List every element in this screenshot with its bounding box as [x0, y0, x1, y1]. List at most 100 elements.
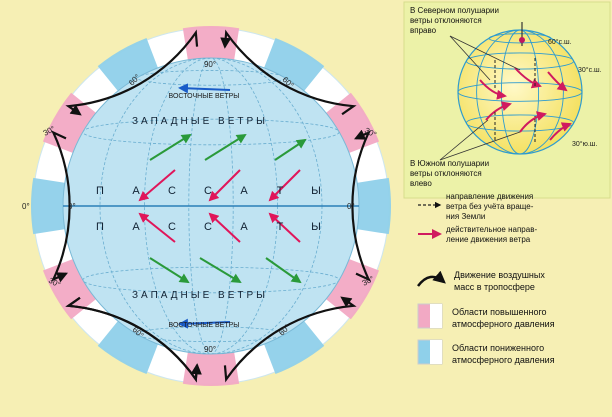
equator-degree-right: 0°: [347, 202, 355, 211]
inset-actual-arrow: [479, 79, 507, 100]
low-pressure-60-ne: [263, 37, 325, 93]
trade-arrow-south: [138, 212, 176, 243]
inset-actual-arrow: [485, 101, 512, 121]
easterlies-label-south: ВОСТОЧНЫЕ ВЕТРЫ: [169, 322, 240, 329]
globe-labels: ЗАПАДНЫЕ ВЕТРЫ ЗАПАДНЫЕ ВЕТРЫ ВОСТОЧНЫЕ …: [68, 93, 355, 329]
trade-letter: Ы: [311, 185, 321, 197]
trade-letter: Т: [277, 221, 284, 233]
equator-degree-left: 0°: [68, 202, 76, 211]
coriolis-inset: В Северном полушарии ветры отклоняются в…: [403, 1, 611, 199]
inset-lat-60n: 60°с.ш.: [548, 38, 572, 46]
easterly-arrow-south: [178, 318, 231, 329]
lat-90-north: 90°: [204, 60, 216, 69]
westerly-arrow-north: [149, 133, 192, 161]
inset-actual-arrow: [514, 67, 542, 89]
inset-pointer-line: [439, 119, 489, 161]
westerly-arrow-north: [274, 138, 307, 161]
inset-lat-30n: 30°с.ш.: [578, 66, 602, 74]
legend-airmass-arrow: [417, 270, 446, 287]
inset-parallel: [465, 52, 575, 70]
low-pressure-equator-east: [355, 177, 392, 235]
trade-arrow-south: [208, 212, 241, 243]
inset-parallel: [488, 33, 552, 44]
trade-letter: А: [240, 221, 248, 233]
trade-letter: Т: [277, 185, 284, 197]
westerlies-label-south: ЗАПАДНЫЕ ВЕТРЫ: [132, 290, 268, 301]
circulation-cell-arrow: [51, 130, 71, 283]
parallel-line: [136, 326, 286, 342]
svg-text:вправо: вправо: [410, 26, 437, 35]
trade-letter: С: [168, 185, 176, 197]
westerly-arrow-north: [204, 133, 247, 161]
low-pressure-equator-west: [30, 177, 67, 235]
high-pressure-pole-south: [182, 350, 240, 386]
svg-text:В Южном полушарии: В Южном полушарии: [410, 159, 489, 168]
inset-actual-arrow: [549, 122, 572, 141]
trade-letter: А: [132, 221, 140, 233]
trade-letter: А: [240, 185, 248, 197]
inset-pointer-line: [449, 35, 521, 71]
low-pressure-60-nw: [97, 37, 159, 93]
pressure-belts: [30, 26, 392, 386]
low-pressure-60-se: [263, 319, 325, 375]
inset-parallel: [457, 82, 583, 102]
svg-text:Области пониженного: Области пониженного: [452, 343, 544, 353]
svg-text:ветра без учёта враще-: ветра без учёта враще-: [446, 202, 534, 211]
svg-text:ния Земли: ния Земли: [446, 212, 485, 221]
trade-letter: А: [132, 185, 140, 197]
legend: направление движения ветра без учёта вра…: [417, 192, 555, 365]
westerlies-label-north: ЗАПАДНЫЕ ВЕТРЫ: [132, 116, 268, 127]
globe-wind-arrows: [138, 83, 307, 329]
high-pressure-pole-north: [182, 26, 240, 62]
svg-text:Движение воздушных: Движение воздушных: [454, 270, 545, 280]
easterlies-label-north: ВОСТОЧНЫЕ ВЕТРЫ: [169, 93, 240, 100]
inset-south-text: В Южном полушарии ветры отклоняются влев…: [410, 159, 489, 188]
trade-arrow-south: [268, 212, 301, 243]
low-pressure-60-sw: [97, 319, 159, 375]
svg-text:масс в тропосфере: масс в тропосфере: [454, 282, 535, 292]
inset-meridian: [476, 29, 564, 155]
inset-actual-arrow: [547, 71, 568, 92]
svg-text:действительное направ-: действительное направ-: [446, 225, 537, 234]
inset-pointer-line: [439, 131, 521, 161]
globe: [62, 57, 360, 355]
parallel-line: [82, 118, 340, 146]
trade-letter: Ы: [311, 221, 321, 233]
lat-90-south: 90°: [204, 345, 216, 354]
svg-text:влево: влево: [410, 179, 432, 188]
trade-letter: С: [168, 221, 176, 233]
svg-text:ление движения ветра: ление движения ветра: [446, 235, 531, 244]
westerly-arrow-south: [199, 257, 242, 284]
circulation-cell-arrow: [220, 29, 357, 116]
inset-north-text: В Северном полушарии ветры отклоняются в…: [410, 6, 499, 35]
parallel-line: [136, 70, 286, 86]
circulation-cells: [51, 29, 371, 383]
circulation-cell-arrow: [351, 129, 371, 282]
parallel-line: [82, 266, 340, 294]
easterly-arrow-north: [178, 83, 231, 94]
circulation-cell-arrow: [65, 29, 199, 116]
inset-actual-arrow: [519, 111, 547, 133]
svg-text:атмосферного давления: атмосферного давления: [452, 355, 555, 365]
westerly-arrow-south: [265, 257, 302, 284]
trade-letter: П: [96, 185, 104, 197]
trade-arrow-north: [138, 169, 176, 202]
svg-text:атмосферного давления: атмосферного давления: [452, 319, 555, 329]
inset-axis-icon: [519, 22, 525, 46]
circulation-cell-arrow: [65, 296, 202, 383]
svg-text:ветры отклоняются: ветры отклоняются: [410, 16, 482, 25]
inset-wind-arrows: [439, 35, 572, 161]
westerly-arrow-south: [149, 257, 190, 284]
trade-letter: С: [204, 221, 212, 233]
inset-pointer-line: [449, 35, 491, 81]
circulation-cell-arrow: [223, 296, 357, 383]
trade-arrow-north: [268, 169, 301, 202]
trade-letter: С: [204, 185, 212, 197]
lat-0-outer-left: 0°: [22, 202, 30, 211]
trade-arrow-north: [208, 169, 241, 202]
inset-lat-30s: 30°ю.ш.: [572, 140, 597, 148]
